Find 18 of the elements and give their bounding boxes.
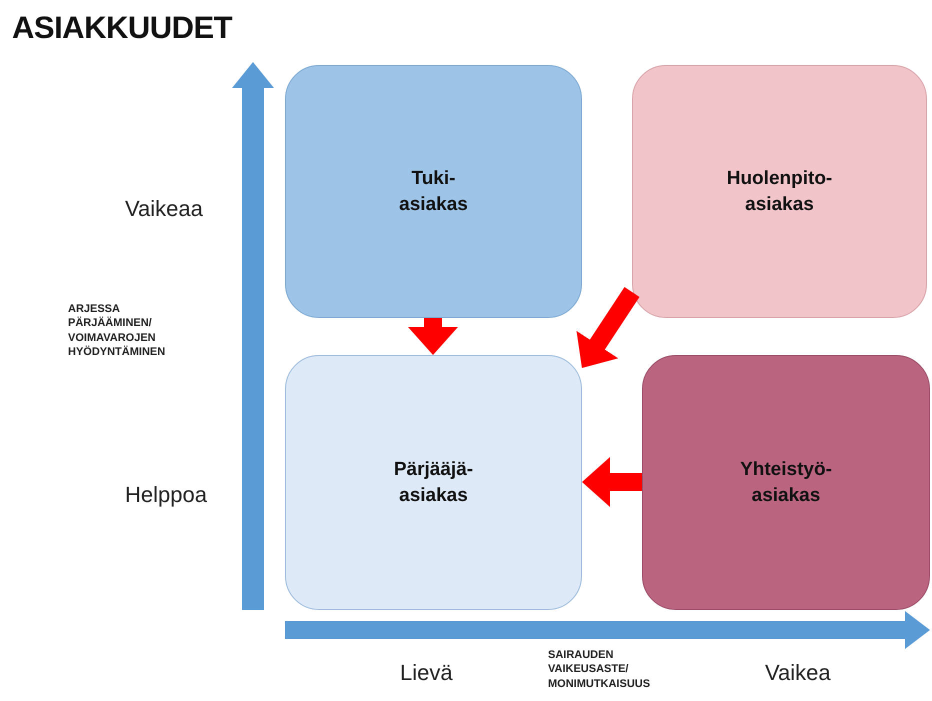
quadrant-box [632,65,927,318]
axis-title: SAIRAUDEN VAIKEUSASTE/ MONIMUTKAISUUS [548,648,652,691]
axis-label: Helppoa [125,482,207,508]
arrow [582,457,642,507]
axis-label: Vaikea [765,660,831,686]
arrow [408,318,458,355]
quadrant-box [285,355,582,610]
quadrant-label: Yhteistyö- asiakas [740,458,832,508]
arrow [576,287,640,368]
axis-label: Lievä [400,660,453,686]
title: ASIAKKUUDET [12,10,232,46]
quadrant-box [642,355,930,610]
quadrant-box [285,65,582,318]
quadrant-label: Pärjääjä- asiakas [394,458,474,508]
quadrant-label: Tuki- asiakas [399,166,468,216]
axis-title: ARJESSA PÄRJÄÄMINEN/ VOIMAVAROJEN HYÖDYNTÄMINEN [68,302,166,360]
axis-label: Vaikeaa [125,196,203,222]
quadrant-label: Huolenpito- asiakas [726,166,832,216]
